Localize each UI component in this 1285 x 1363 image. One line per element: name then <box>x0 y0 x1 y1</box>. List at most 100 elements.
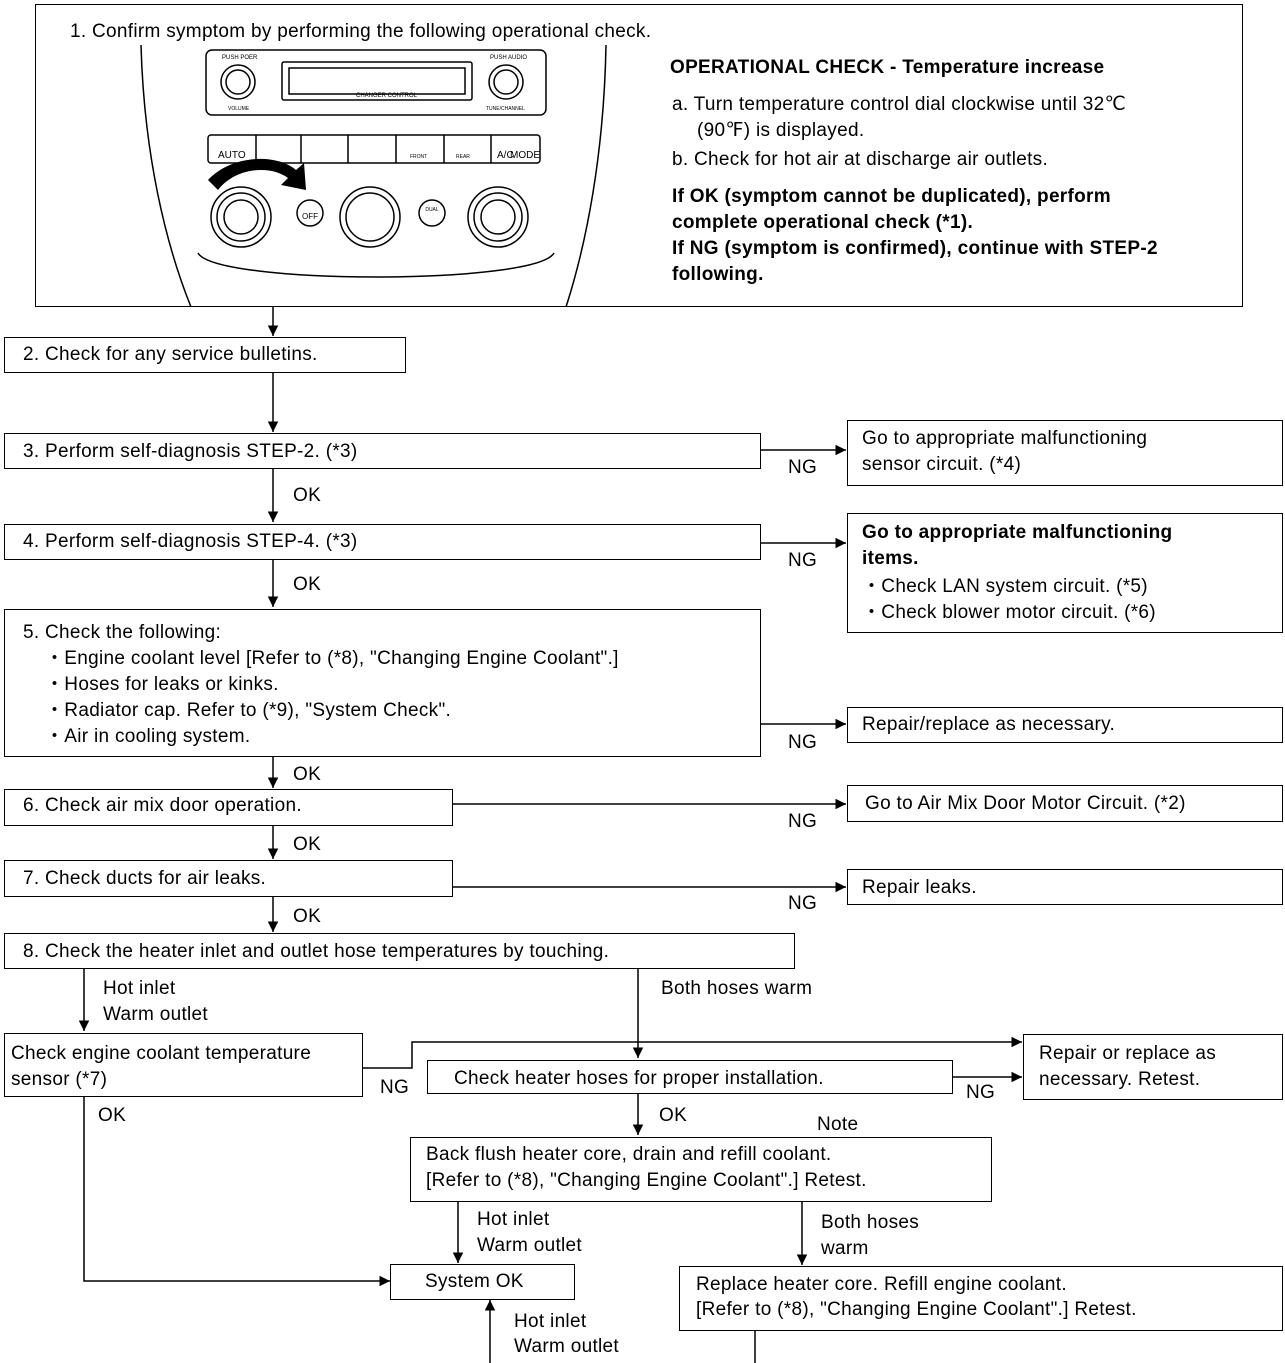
step5-box: 5. Check the following: ・Engine coolant … <box>4 609 761 757</box>
step6-box: 6. Check air mix door operation. <box>4 789 453 826</box>
sensor-check-line2: sensor (*7) <box>11 1069 108 1090</box>
dual-label: DUAL <box>425 207 439 213</box>
repair-retest-box: Repair or replace as necessary. Retest. <box>1023 1034 1283 1100</box>
backflush-warm-outlet-label: Warm outlet <box>477 1235 583 1256</box>
ac-button-label: A/C <box>497 150 514 161</box>
step4-ng-item1: ・Check LAN system circuit. (*5) <box>862 576 1148 597</box>
step3-box: 3. Perform self-diagnosis STEP-2. (*3) <box>4 433 761 469</box>
hose-ok-label: OK <box>659 1105 688 1126</box>
step8-box: 8. Check the heater inlet and outlet hos… <box>4 933 795 969</box>
ng-instruction-line2: following. <box>672 264 764 285</box>
changer-control-label: CHANGER CONTROL <box>356 93 418 99</box>
fan-speed-dial-icon <box>339 186 401 248</box>
step3-ng-box: Go to appropriate malfunctioning sensor … <box>847 420 1283 486</box>
step4-ng-title2: items. <box>862 548 919 569</box>
step2-box: 2. Check for any service bulletins. <box>4 337 406 373</box>
ng-instruction-line1: If NG (symptom is confirmed), continue w… <box>672 238 1158 259</box>
audio-tune-knob-icon <box>488 64 524 100</box>
note-label: Note <box>817 1114 859 1135</box>
step5-title: 5. Check the following: <box>23 622 222 643</box>
step6-ng-text: Go to Air Mix Door Motor Circuit. (*2) <box>865 793 1186 814</box>
sensor-ok-label: OK <box>98 1105 127 1126</box>
sensor-check-box: Check engine coolant temperature sensor … <box>4 1033 363 1097</box>
step7-ng-text: Repair leaks. <box>862 877 977 898</box>
step4-text: 4. Perform self-diagnosis STEP-4. (*3) <box>23 531 358 552</box>
step1-box: 1. Confirm symptom by performing the fol… <box>35 4 1243 307</box>
push-power-label: PUSH POER <box>222 55 258 61</box>
step3-text: 3. Perform self-diagnosis STEP-2. (*3) <box>23 441 358 462</box>
step4-ok-label: OK <box>293 574 322 595</box>
ok-instruction-line1: If OK (symptom cannot be duplicated), pe… <box>672 186 1111 207</box>
replace-core-line1: Replace heater core. Refill engine coola… <box>696 1274 1067 1295</box>
power-volume-knob-icon <box>220 64 256 100</box>
step6-ng-label: NG <box>788 811 818 832</box>
step6-ng-box: Go to Air Mix Door Motor Circuit. (*2) <box>847 785 1283 822</box>
ac-control-panel-illustration: PUSH POER VOLUME CHANGER CONTROL PUSH AU… <box>140 45 607 307</box>
step3-ng-line2: sensor circuit. (*4) <box>862 454 1022 475</box>
both-hoses-warm-label: Both hoses warm <box>661 978 813 999</box>
system-ok-text: System OK <box>425 1271 524 1292</box>
step3-ok-label: OK <box>293 485 322 506</box>
warm-outlet-label: Warm outlet <box>103 1004 209 1025</box>
sensor-ng-label: NG <box>380 1077 410 1098</box>
step5-ok-label: OK <box>293 764 322 785</box>
front-button-label: FRONT <box>410 154 427 160</box>
hose-ng-label: NG <box>966 1082 996 1103</box>
check-a-line2: (90℉) is displayed. <box>697 120 865 141</box>
operational-check-heading: OPERATIONAL CHECK - Temperature increase <box>670 57 1105 78</box>
step6-text: 6. Check air mix door operation. <box>23 795 302 816</box>
check-b: b. Check for hot air at discharge air ou… <box>672 149 1049 170</box>
step5-item: ・Radiator cap. Refer to (*9), "System Ch… <box>45 700 452 721</box>
backflush-both-hoses-label: Both hoses <box>821 1212 920 1233</box>
temperature-dial-icon <box>210 186 272 248</box>
clockwise-arrow-icon <box>208 158 306 190</box>
display-screen <box>281 61 473 101</box>
step5-item: ・Engine coolant level [Refer to (*8), "C… <box>45 648 619 669</box>
backflush-hot-inlet-label: Hot inlet <box>477 1209 550 1230</box>
volume-label: VOLUME <box>228 106 250 112</box>
step4-box: 4. Perform self-diagnosis STEP-4. (*3) <box>4 524 761 560</box>
step5-ng-text: Repair/replace as necessary. <box>862 714 1116 735</box>
step4-ng-item2: ・Check blower motor circuit. (*6) <box>862 602 1156 623</box>
step4-ng-label: NG <box>788 550 818 571</box>
dual-button-icon <box>418 199 446 227</box>
mode-dial-icon <box>467 186 529 248</box>
step6-ok-label: OK <box>293 834 322 855</box>
push-audio-label: PUSH AUDIO <box>490 55 527 61</box>
tune-channel-label: TUNE/CHANNEL <box>486 106 525 112</box>
step7-ok-label: OK <box>293 906 322 927</box>
bottom-hot-inlet-label: Hot inlet <box>514 1311 587 1332</box>
step8-text: 8. Check the heater inlet and outlet hos… <box>23 941 610 962</box>
step7-ng-box: Repair leaks. <box>847 869 1283 905</box>
step5-item: ・Hoses for leaks or kinks. <box>45 674 279 695</box>
check-a-line1: a. Turn temperature control dial clockwi… <box>672 94 1127 115</box>
step2-text: 2. Check for any service bulletins. <box>23 344 318 365</box>
step4-ng-title1: Go to appropriate malfunctioning <box>862 522 1173 543</box>
replace-core-line2: [Refer to (*8), "Changing Engine Coolant… <box>696 1299 1137 1320</box>
mode-button-label: MODE <box>510 150 540 161</box>
ok-instruction-line2: complete operational check (*1). <box>672 212 974 233</box>
system-ok-box: System OK <box>390 1264 575 1300</box>
step7-ng-label: NG <box>788 893 818 914</box>
backflush-line1: Back flush heater core, drain and refill… <box>426 1144 832 1165</box>
arrow-sensor-ng <box>362 1036 1022 1069</box>
step3-ng-label: NG <box>788 457 818 478</box>
off-label: OFF <box>302 212 318 221</box>
repair-retest-line2: necessary. Retest. <box>1039 1069 1201 1090</box>
step5-item: ・Air in cooling system. <box>45 726 251 747</box>
repair-retest-line1: Repair or replace as <box>1039 1043 1217 1064</box>
hose-check-text: Check heater hoses for proper installati… <box>454 1068 824 1089</box>
sensor-check-line1: Check engine coolant temperature <box>11 1043 312 1064</box>
step4-ng-box: Go to appropriate malfunctioning items. … <box>847 513 1283 633</box>
backflush-line2: [Refer to (*8), "Changing Engine Coolant… <box>426 1170 867 1191</box>
replace-core-box: Replace heater core. Refill engine coola… <box>679 1266 1283 1331</box>
backflush-box: Back flush heater core, drain and refill… <box>410 1137 992 1202</box>
hose-check-box: Check heater hoses for proper installati… <box>427 1060 953 1094</box>
backflush-warm-label: warm <box>821 1238 869 1259</box>
hot-inlet-label: Hot inlet <box>103 978 176 999</box>
bottom-warm-outlet-label: Warm outlet <box>514 1336 620 1357</box>
step1-title: 1. Confirm symptom by performing the fol… <box>70 21 652 42</box>
rear-button-label: REAR <box>456 154 470 160</box>
fan-off-button-icon <box>296 199 324 227</box>
